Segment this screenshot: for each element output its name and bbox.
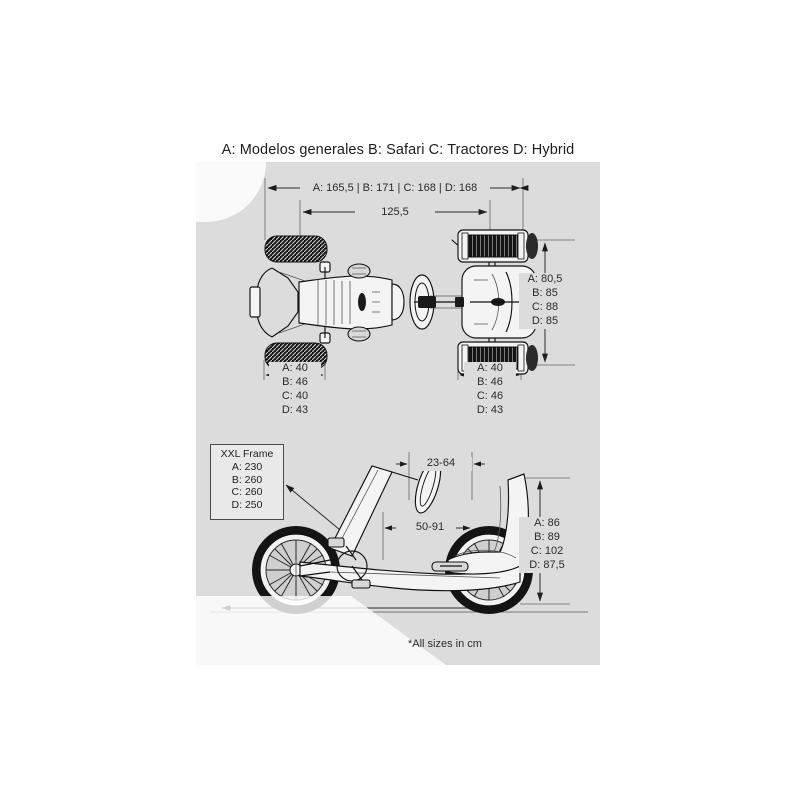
front-wheel-left-top — [264, 235, 328, 263]
rear-track-c: C: 46 — [464, 390, 516, 404]
side-height-d: D: 87,5 — [519, 559, 575, 573]
wheelbase-label: 125,5 — [355, 206, 435, 220]
height-b: B: 85 — [519, 287, 571, 301]
front-track-a: A: 40 — [269, 362, 321, 376]
front-track-c: C: 40 — [269, 390, 321, 404]
topview-kart — [249, 229, 538, 375]
xxl-frame-heading: XXL Frame — [220, 448, 274, 460]
overall-length-label: A: 165,5 | B: 171 | C: 168 | D: 168 — [300, 182, 490, 196]
height-c: C: 88 — [519, 301, 571, 315]
side-height-a: A: 86 — [519, 517, 575, 531]
rear-track-b: B: 46 — [464, 376, 516, 390]
sideview-kart — [210, 458, 588, 614]
xxl-frame-d: D: 250 — [231, 498, 263, 511]
xxl-frame-a: A: 230 — [231, 461, 263, 473]
xxl-frame-c: C: 260 — [231, 486, 263, 499]
steering-range-label: 23-64 — [410, 457, 472, 471]
diagram-title: A: Modelos generales B: Safari C: Tracto… — [221, 142, 575, 158]
seat-range-label: 50-91 — [404, 521, 456, 535]
rear-track-a: A: 40 — [464, 362, 516, 376]
xxl-frame-b: B: 260 — [231, 473, 263, 486]
units-footnote: *All sizes in cm — [408, 638, 482, 650]
rear-wheel-top — [457, 229, 538, 263]
front-track-d: D: 43 — [269, 404, 321, 418]
front-track-b: B: 46 — [269, 376, 321, 390]
height-d: D: 85 — [519, 315, 571, 329]
rear-track-d: D: 43 — [464, 404, 516, 418]
xxl-frame-box: XXL Frame A: 230 B: 260 C: 260 D: 250 — [210, 444, 284, 520]
height-a: A: 80,5 — [519, 273, 571, 287]
side-height-b: B: 89 — [519, 531, 575, 545]
side-height-c: C: 102 — [519, 545, 575, 559]
